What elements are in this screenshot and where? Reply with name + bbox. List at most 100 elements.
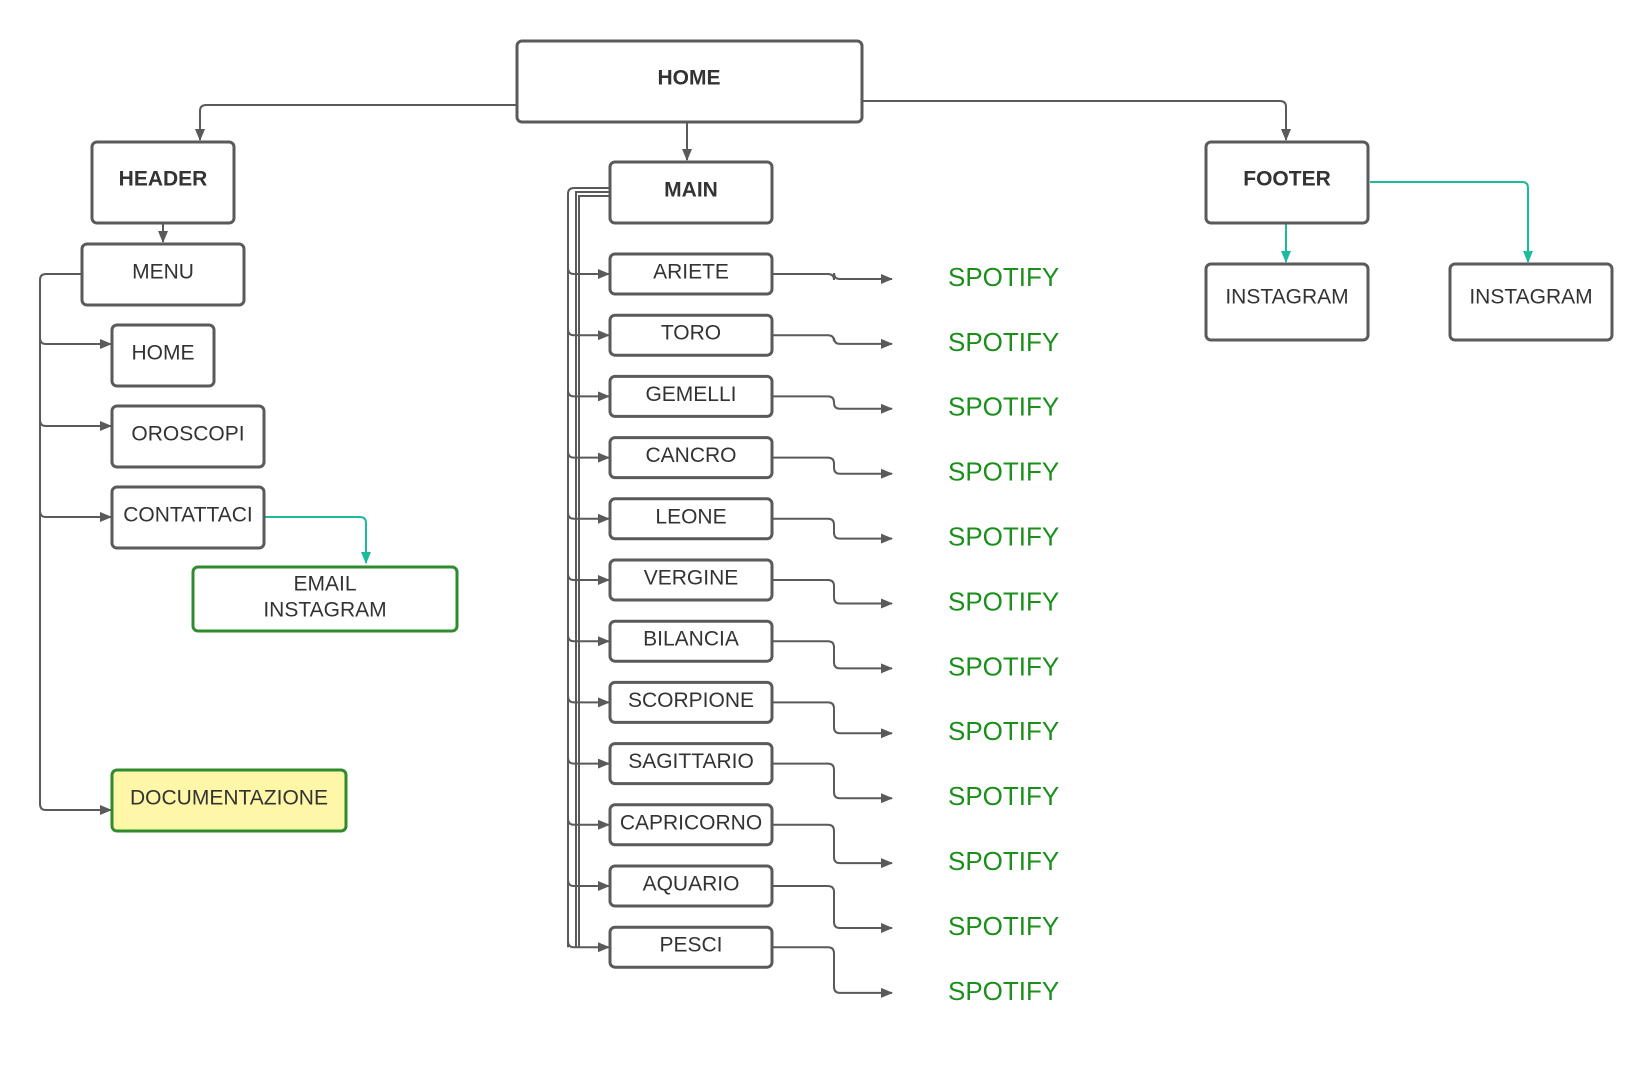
node-footer-instagram-1-label: INSTAGRAM xyxy=(1225,286,1348,309)
node-sign-gemelli-label: GEMELLI xyxy=(645,383,736,406)
node-sign-bilancia[interactable]: BILANCIA xyxy=(608,619,774,663)
edge-bilancia-spotify xyxy=(772,640,893,674)
spotify-link-gemelli[interactable]: SPOTIFY xyxy=(948,392,1059,422)
edge-ariete-spotify xyxy=(772,272,893,284)
node-sign-pesci-label: PESCI xyxy=(659,934,722,957)
main-sign-nodes: ARIETE SPOTIFY TORO SPOTIFY GEMELLI SPOTIFY CA… xyxy=(608,252,1059,1006)
node-contact-box[interactable]: EMAIL INSTAGRAM xyxy=(191,565,459,633)
spotify-link-leone[interactable]: SPOTIFY xyxy=(948,521,1059,551)
main-sign-edges xyxy=(567,187,893,998)
edge-toro-spotify xyxy=(772,334,893,349)
edge-main-toro xyxy=(567,329,610,341)
node-sign-leone-label: LEONE xyxy=(655,505,726,528)
node-sign-toro-label: TORO xyxy=(661,322,721,345)
node-menu-contattaci[interactable]: CONTATTACI xyxy=(110,485,266,550)
edge-menu-contattaci xyxy=(39,510,112,522)
node-menu-label: MENU xyxy=(132,261,194,284)
node-footer-label: FOOTER xyxy=(1243,168,1331,191)
node-sign-aquario-label: AQUARIO xyxy=(643,873,740,896)
node-sign-aquario[interactable]: AQUARIO xyxy=(608,864,774,908)
edge-main-trunk-extra-2 xyxy=(578,195,610,948)
edge-home-footer xyxy=(862,100,1291,141)
edge-main-ariete xyxy=(567,267,610,279)
node-root-home-label: HOME xyxy=(658,67,721,90)
edge-footer-instagram-2 xyxy=(1370,181,1533,263)
edge-pesci-spotify xyxy=(772,946,893,998)
spotify-link-vergine[interactable]: SPOTIFY xyxy=(948,586,1059,616)
node-header[interactable]: HEADER xyxy=(90,140,236,225)
node-main[interactable]: MAIN xyxy=(608,160,774,225)
edge-menu-oroscopi xyxy=(39,419,112,431)
edge-main-vergine xyxy=(567,573,610,585)
edge-main-pesci xyxy=(567,941,610,953)
node-sign-gemelli[interactable]: GEMELLI xyxy=(608,374,774,418)
edge-main-gemelli xyxy=(567,390,610,402)
edge-main-cancro xyxy=(567,451,610,463)
node-root-home[interactable]: HOME xyxy=(515,39,864,124)
node-header-label: HEADER xyxy=(119,168,208,191)
node-menu-home[interactable]: HOME xyxy=(110,323,216,388)
node-contact-email-label: EMAIL xyxy=(293,573,356,596)
node-sign-scorpione[interactable]: SCORPIONE xyxy=(608,680,774,724)
node-menu[interactable]: MENU xyxy=(80,242,246,307)
edge-aquario-spotify xyxy=(772,885,893,933)
spotify-link-toro[interactable]: SPOTIFY xyxy=(948,327,1059,357)
spotify-link-bilancia[interactable]: SPOTIFY xyxy=(948,651,1059,681)
edge-menu-trunk xyxy=(39,273,110,811)
node-menu-oroscopi[interactable]: OROSCOPI xyxy=(110,404,266,469)
node-contact-instagram-label: INSTAGRAM xyxy=(263,599,386,622)
node-sign-pesci[interactable]: PESCI xyxy=(608,925,774,969)
node-sign-sagittario[interactable]: SAGITTARIO xyxy=(608,742,774,786)
node-sign-capricorno-label: CAPRICORNO xyxy=(620,811,762,834)
edge-cancro-spotify xyxy=(772,456,893,479)
edge-main-aquario xyxy=(567,879,610,891)
node-documentation-label: DOCUMENTAZIONE xyxy=(130,787,328,810)
node-menu-home-label: HOME xyxy=(132,342,195,365)
edge-main-leone xyxy=(567,512,610,524)
edge-capricorno-spotify xyxy=(772,823,893,869)
spotify-link-aquario[interactable]: SPOTIFY xyxy=(948,911,1059,941)
spotify-link-capricorno[interactable]: SPOTIFY xyxy=(948,846,1059,876)
node-footer[interactable]: FOOTER xyxy=(1204,140,1370,225)
node-sign-cancro[interactable]: CANCRO xyxy=(608,436,774,480)
edge-gemelli-spotify xyxy=(772,395,893,414)
node-sign-capricorno[interactable]: CAPRICORNO xyxy=(608,803,774,847)
node-sign-ariete-label: ARIETE xyxy=(653,261,729,284)
node-menu-contattaci-label: CONTATTACI xyxy=(123,504,253,527)
edge-main-trunk xyxy=(567,187,610,948)
node-sign-ariete[interactable]: ARIETE xyxy=(608,252,774,296)
node-footer-instagram-2[interactable]: INSTAGRAM xyxy=(1448,262,1614,342)
node-sign-sagittario-label: SAGITTARIO xyxy=(628,750,754,773)
edge-main-trunk-extra-1 xyxy=(575,191,610,948)
node-sign-leone[interactable]: LEONE xyxy=(608,497,774,541)
edge-home-header xyxy=(195,104,517,141)
node-sign-toro[interactable]: TORO xyxy=(608,313,774,357)
edge-vergine-spotify xyxy=(772,579,893,609)
node-footer-instagram-2-label: INSTAGRAM xyxy=(1469,286,1592,309)
edge-contattaci-email xyxy=(265,516,371,564)
edges xyxy=(39,100,1533,815)
spotify-link-sagittario[interactable]: SPOTIFY xyxy=(948,781,1059,811)
edge-main-scorpione xyxy=(567,696,610,708)
edge-main-bilancia xyxy=(567,635,610,647)
node-sign-cancro-label: CANCRO xyxy=(645,444,736,467)
node-sign-bilancia-label: BILANCIA xyxy=(643,628,739,651)
edge-scorpione-spotify xyxy=(772,701,893,739)
node-footer-instagram-1[interactable]: INSTAGRAM xyxy=(1204,262,1370,342)
edge-sagittario-spotify xyxy=(772,762,893,804)
edge-menu-home xyxy=(39,337,112,349)
edge-main-sagittario xyxy=(567,757,610,769)
node-menu-oroscopi-label: OROSCOPI xyxy=(131,423,244,446)
spotify-link-scorpione[interactable]: SPOTIFY xyxy=(948,716,1059,746)
node-sign-vergine[interactable]: VERGINE xyxy=(608,558,774,602)
spotify-link-ariete[interactable]: SPOTIFY xyxy=(948,262,1059,292)
node-main-label: MAIN xyxy=(664,179,718,202)
node-sign-vergine-label: VERGINE xyxy=(644,567,739,590)
edge-leone-spotify xyxy=(772,517,893,544)
spotify-link-pesci[interactable]: SPOTIFY xyxy=(948,976,1059,1006)
node-documentation[interactable]: DOCUMENTAZIONE xyxy=(110,768,348,833)
edge-main-capricorno xyxy=(567,818,610,830)
node-sign-scorpione-label: SCORPIONE xyxy=(628,689,754,712)
spotify-link-cancro[interactable]: SPOTIFY xyxy=(948,457,1059,487)
